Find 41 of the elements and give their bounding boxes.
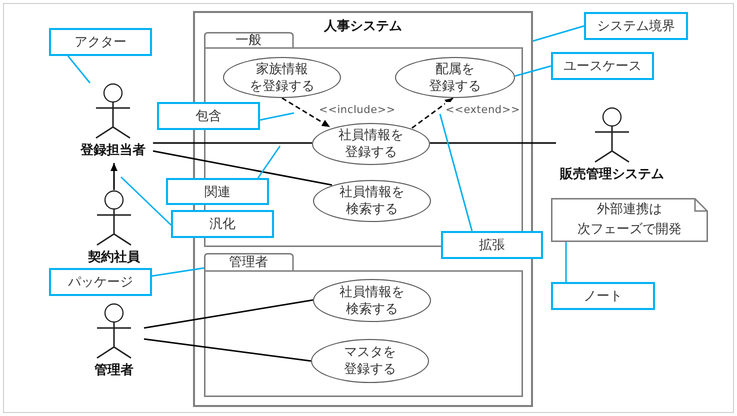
use-case-ellipse: 家族情報を登録する — [223, 57, 341, 98]
leader-line — [152, 267, 204, 277]
leader-line — [532, 25, 584, 42]
association-line — [144, 338, 312, 362]
callout-box: 拡張 — [441, 231, 543, 259]
leader-line — [67, 56, 91, 84]
association-line — [430, 142, 556, 144]
package-name: 一般 — [234, 32, 262, 48]
use-case-ellipse: 社員情報を検索する — [313, 279, 431, 322]
package-name: 管理者 — [228, 254, 269, 271]
dashed-arrow — [282, 97, 330, 128]
leader-line — [514, 65, 552, 77]
association-line — [152, 150, 332, 186]
actor-name: 契約社員 — [87, 249, 141, 267]
use-case-ellipse: マスタを登録する — [311, 339, 429, 383]
callout-box: 包含 — [157, 102, 260, 130]
callout-box: ユースケース — [551, 52, 654, 80]
association-line — [153, 142, 312, 144]
callout-box: システム境界 — [584, 12, 688, 40]
leader-line — [120, 176, 172, 226]
package — [204, 253, 523, 397]
use-case-ellipse: 配属を登録する — [395, 57, 515, 98]
use-case-ellipse: 社員情報を登録する — [312, 123, 430, 165]
actor-name: 販売管理システム — [558, 166, 665, 184]
callout-box: 汎化 — [171, 210, 274, 238]
leader-line — [260, 112, 294, 121]
arrow — [110, 163, 118, 190]
callout-box: パッケージ — [49, 268, 152, 296]
callout-box: ノート — [551, 282, 655, 310]
boundary-title: 人事システム — [322, 18, 403, 36]
callout-box: アクター — [49, 28, 152, 56]
dashed-arrow — [412, 97, 454, 129]
leader-line — [439, 114, 473, 232]
note: 外部連携は次フェーズで開発 — [551, 198, 708, 242]
leader-line — [257, 146, 281, 178]
association-line — [144, 299, 314, 329]
use-case-ellipse: 社員情報を検索する — [313, 180, 431, 222]
actor-name: 管理者 — [94, 362, 134, 380]
actor-name: 登録担当者 — [79, 142, 146, 160]
leader-line — [565, 242, 567, 282]
callout-box: 関連 — [166, 178, 269, 205]
